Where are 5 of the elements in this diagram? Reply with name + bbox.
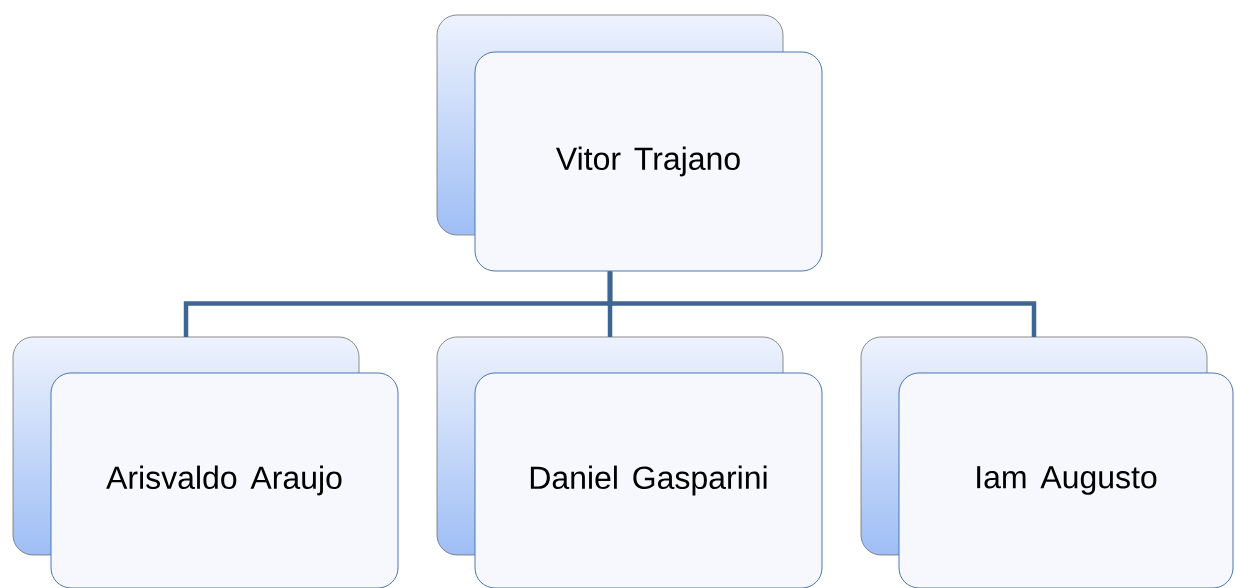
connector-line [607, 271, 1037, 337]
person-box: Iam Augusto [860, 336, 1234, 588]
person-box: Daniel Gasparini [436, 336, 823, 588]
person-box: Arisvaldo Araujo [12, 336, 399, 588]
person-box: Vitor Trajano [436, 14, 823, 272]
